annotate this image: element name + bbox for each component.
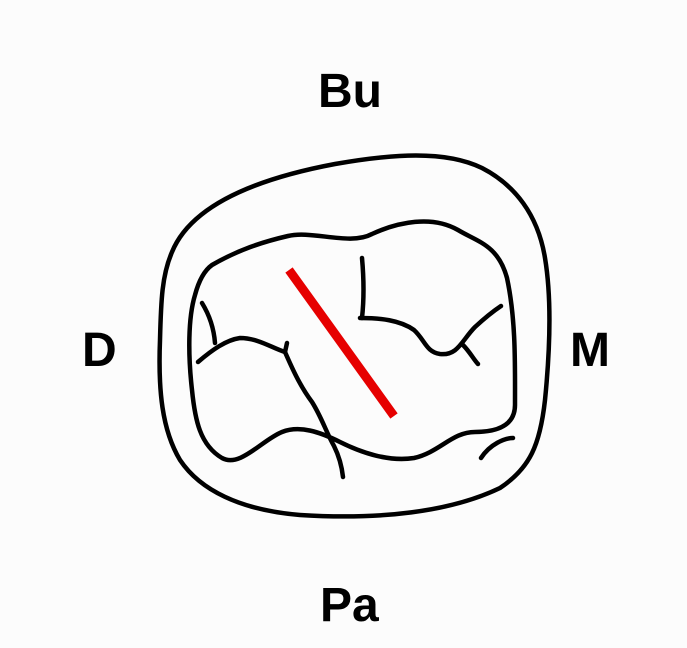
groove-distal-upper (199, 300, 218, 346)
buccal-label: Bu (318, 65, 382, 118)
mesial-label: M (570, 324, 610, 377)
red-line-marker-icon (285, 267, 398, 419)
groove-central-down (282, 349, 346, 480)
groove-mesiopalatal-hook (478, 435, 516, 461)
palatal-label: Pa (320, 579, 379, 632)
groove-mesial-spur (460, 342, 481, 367)
crown-outline (157, 153, 552, 519)
groove-mesial (357, 303, 504, 357)
groove-buccal (359, 255, 366, 321)
groove-distal-central (195, 335, 288, 365)
occlusal-table-outline (187, 219, 518, 463)
distal-label: D (82, 324, 117, 377)
